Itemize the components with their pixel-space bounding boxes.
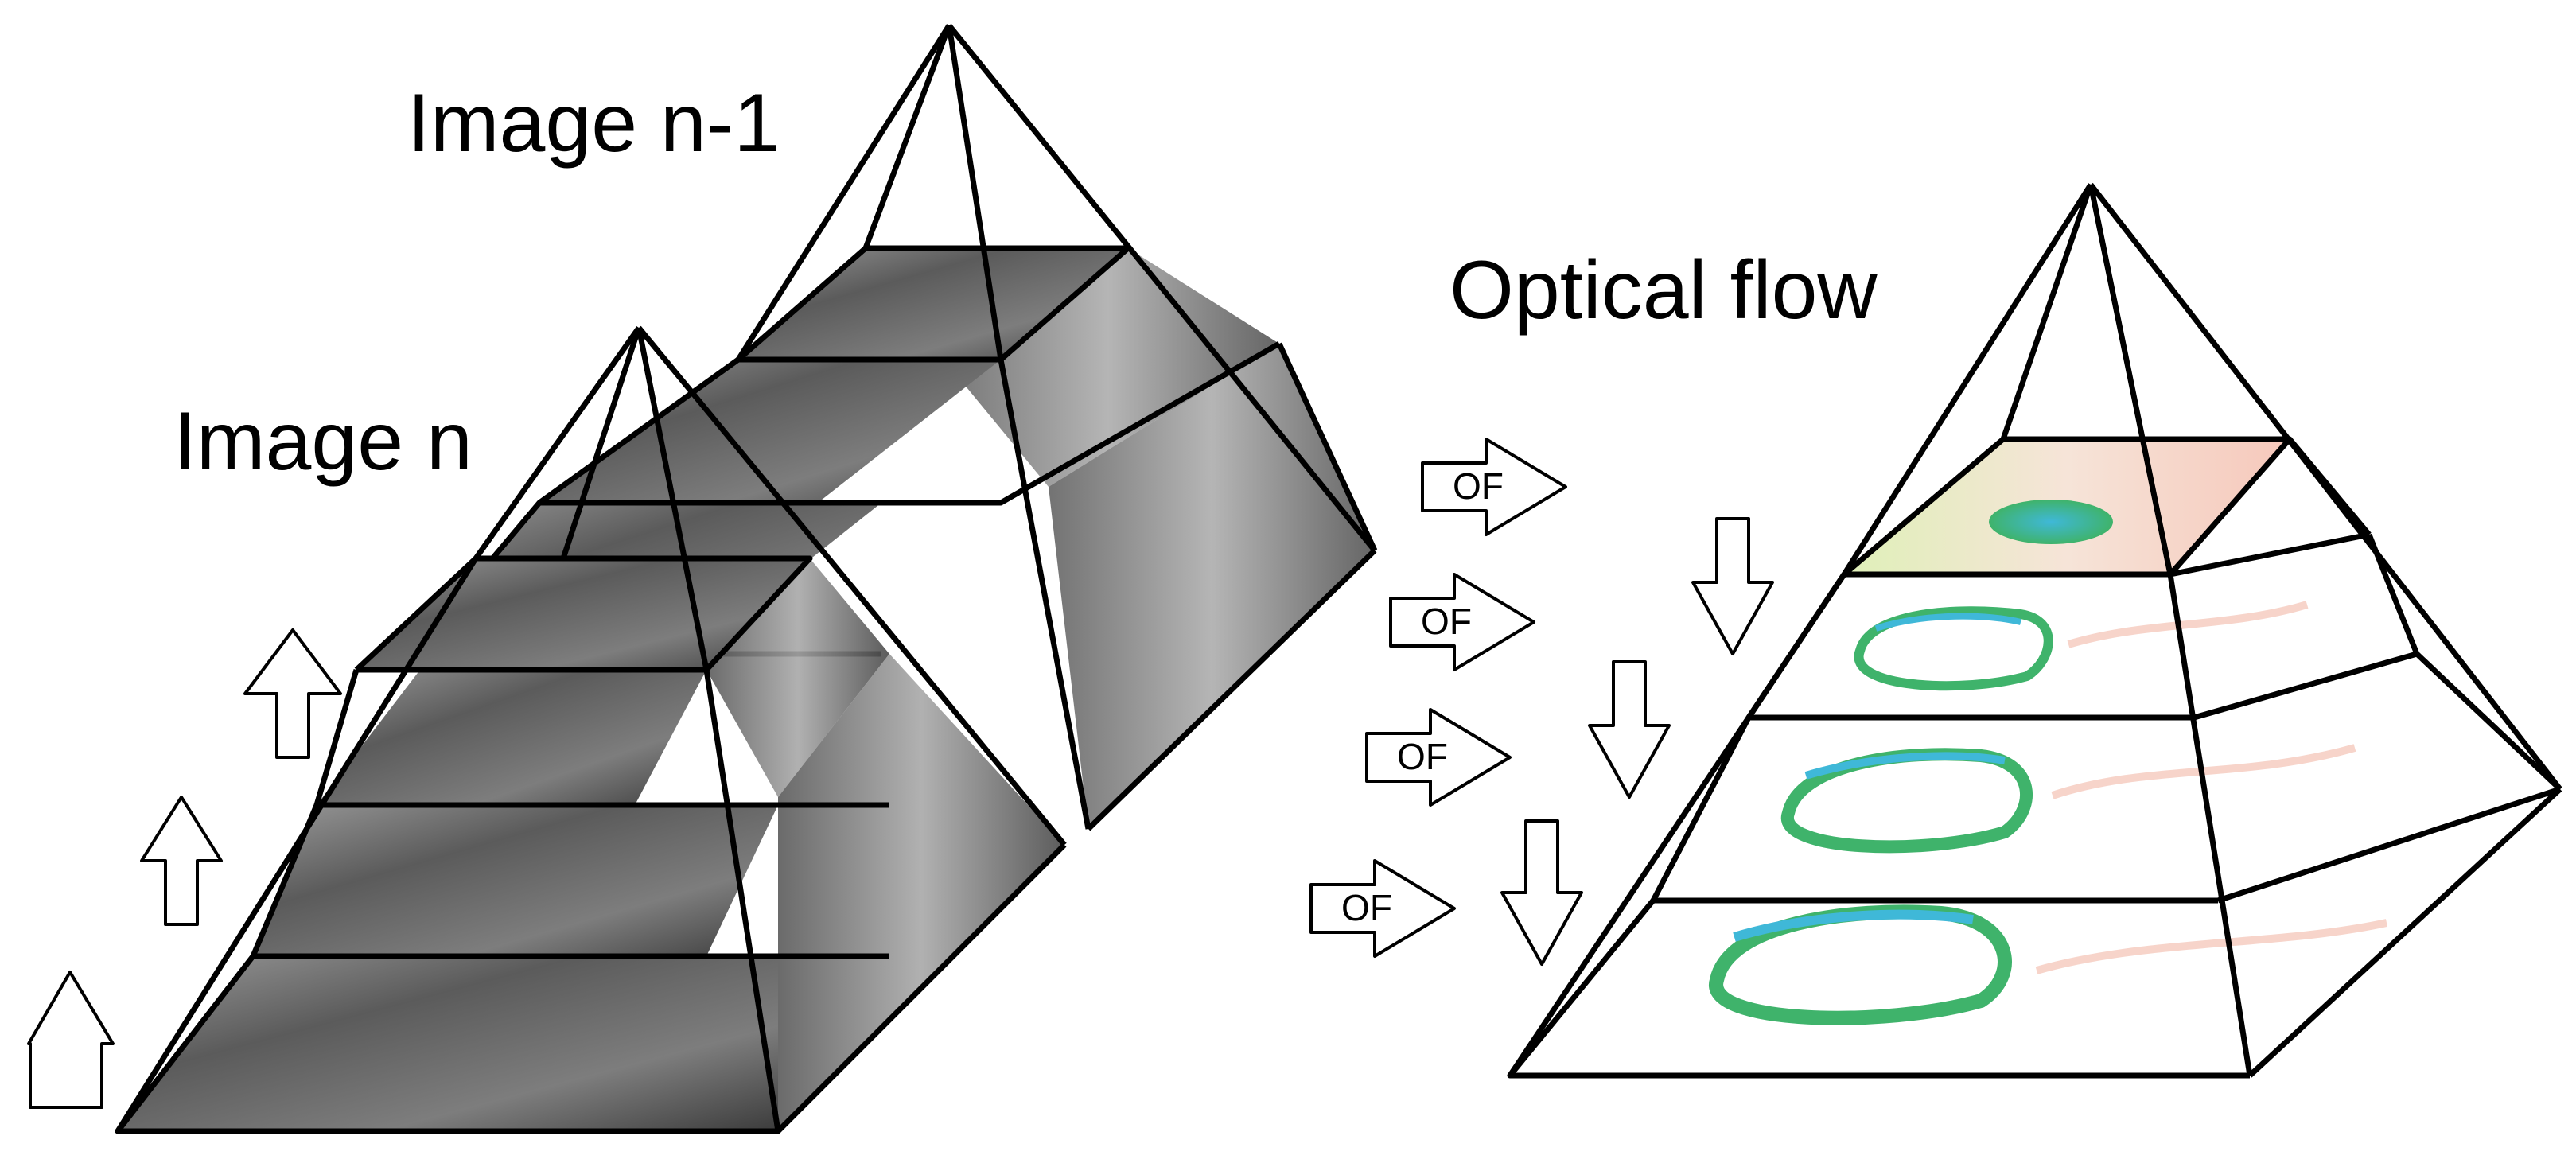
image-n-level-1 xyxy=(356,558,810,670)
image-n-title: Image n xyxy=(173,395,473,488)
right-arrow-icon: OF xyxy=(1365,708,1512,807)
down-arrows xyxy=(1500,517,1774,966)
image-n-side-1 xyxy=(706,558,889,797)
optical-flow-pyramid xyxy=(1507,182,2562,1079)
down-arrow-icon xyxy=(1588,660,1671,799)
down-arrow-icon xyxy=(1500,819,1583,966)
image-n-1-level-2 xyxy=(539,360,1001,503)
image-n-side-2 xyxy=(778,654,1064,1131)
image-n-level-2 xyxy=(317,670,706,805)
optical-flow-title: Optical flow xyxy=(1449,244,1878,336)
of-label-3: OF xyxy=(1397,736,1448,777)
down-arrow-icon xyxy=(1691,517,1774,655)
up-arrow-icon xyxy=(27,971,115,1109)
flow-blob-2 xyxy=(1854,606,2053,691)
of-label-2: OF xyxy=(1421,601,1472,642)
up-arrow-icon xyxy=(243,628,342,759)
of-label-4: OF xyxy=(1341,887,1392,928)
of-label-1: OF xyxy=(1453,465,1504,507)
flow-blob-top xyxy=(1989,500,2113,544)
image-n-1-side-2 xyxy=(1049,344,1375,829)
image-n-1-title: Image n-1 xyxy=(407,77,780,169)
of-arrows: OF OF OF OF xyxy=(1309,438,1567,958)
right-arrow-icon: OF xyxy=(1309,859,1456,958)
right-arrow-icon: OF xyxy=(1421,438,1567,536)
right-arrow-icon: OF xyxy=(1389,573,1535,671)
image-n-pyramid xyxy=(115,325,1067,1134)
image-n-level-3 xyxy=(253,805,778,956)
image-n-level-4 xyxy=(118,956,778,1131)
up-arrows xyxy=(27,628,342,1109)
up-arrow-icon xyxy=(140,796,223,926)
